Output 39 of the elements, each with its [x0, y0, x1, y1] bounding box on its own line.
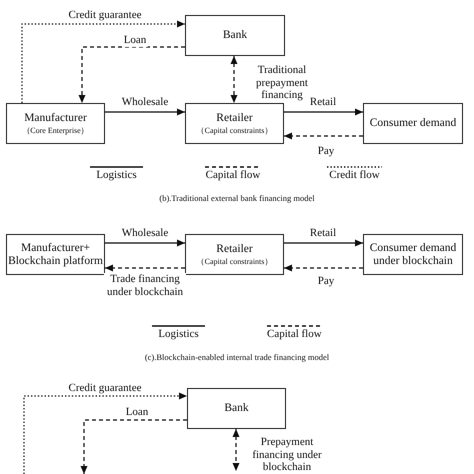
edge-label: Retail: [308, 227, 338, 240]
process-box: Manufacturer （Core Enterprise）: [6, 103, 105, 144]
edge-label: Loan: [124, 406, 150, 418]
edge-label: Wholesale: [120, 227, 170, 240]
arrow: [105, 264, 185, 272]
figure-caption: (c).Blockchain-enabled internal trade financing model: [144, 352, 330, 362]
arrow: [80, 419, 187, 474]
arrow: [230, 56, 238, 103]
arrow: [21, 20, 185, 103]
arrow: [284, 132, 363, 140]
process-box: Retailer （Capital constraints）: [185, 234, 284, 275]
arrow: [78, 46, 185, 103]
edge-label: Retail: [308, 96, 338, 108]
edge-label: Credit guarantee: [68, 9, 142, 22]
arrow: [284, 240, 363, 246]
arrow: [284, 108, 363, 116]
arrow: [23, 392, 187, 474]
process-box: Retailer （Capital constraints）: [185, 103, 284, 144]
process-box: Consumer demand: [363, 103, 463, 144]
process-box: Bank: [187, 388, 286, 429]
figure-caption: (b).Traditional external bank financing model: [159, 193, 315, 203]
legend-label: Capital flow: [267, 328, 322, 341]
edge-label: Credit guarantee: [68, 382, 142, 394]
legend-label: Logistics: [158, 328, 199, 341]
edge-label: Trade financing under blockchain: [104, 273, 186, 298]
edge-label: Wholesale: [120, 96, 170, 108]
arrow: [232, 429, 240, 471]
arrow: [105, 240, 185, 246]
process-box: Manufacturer+ Blockchain platform: [6, 234, 105, 275]
edge-label: Pay: [316, 275, 336, 288]
legend-label: Capital flow: [206, 169, 260, 182]
legend-label: Logistics: [96, 169, 137, 182]
edge-label: Pay: [316, 145, 336, 158]
legend-label: Credit flow: [329, 169, 380, 182]
process-box: Bank: [185, 15, 285, 56]
arrow: [105, 108, 185, 116]
arrow: [284, 264, 363, 272]
edge-label: Loan: [122, 34, 148, 46]
process-box: Consumer demand under blockchain: [363, 234, 463, 275]
